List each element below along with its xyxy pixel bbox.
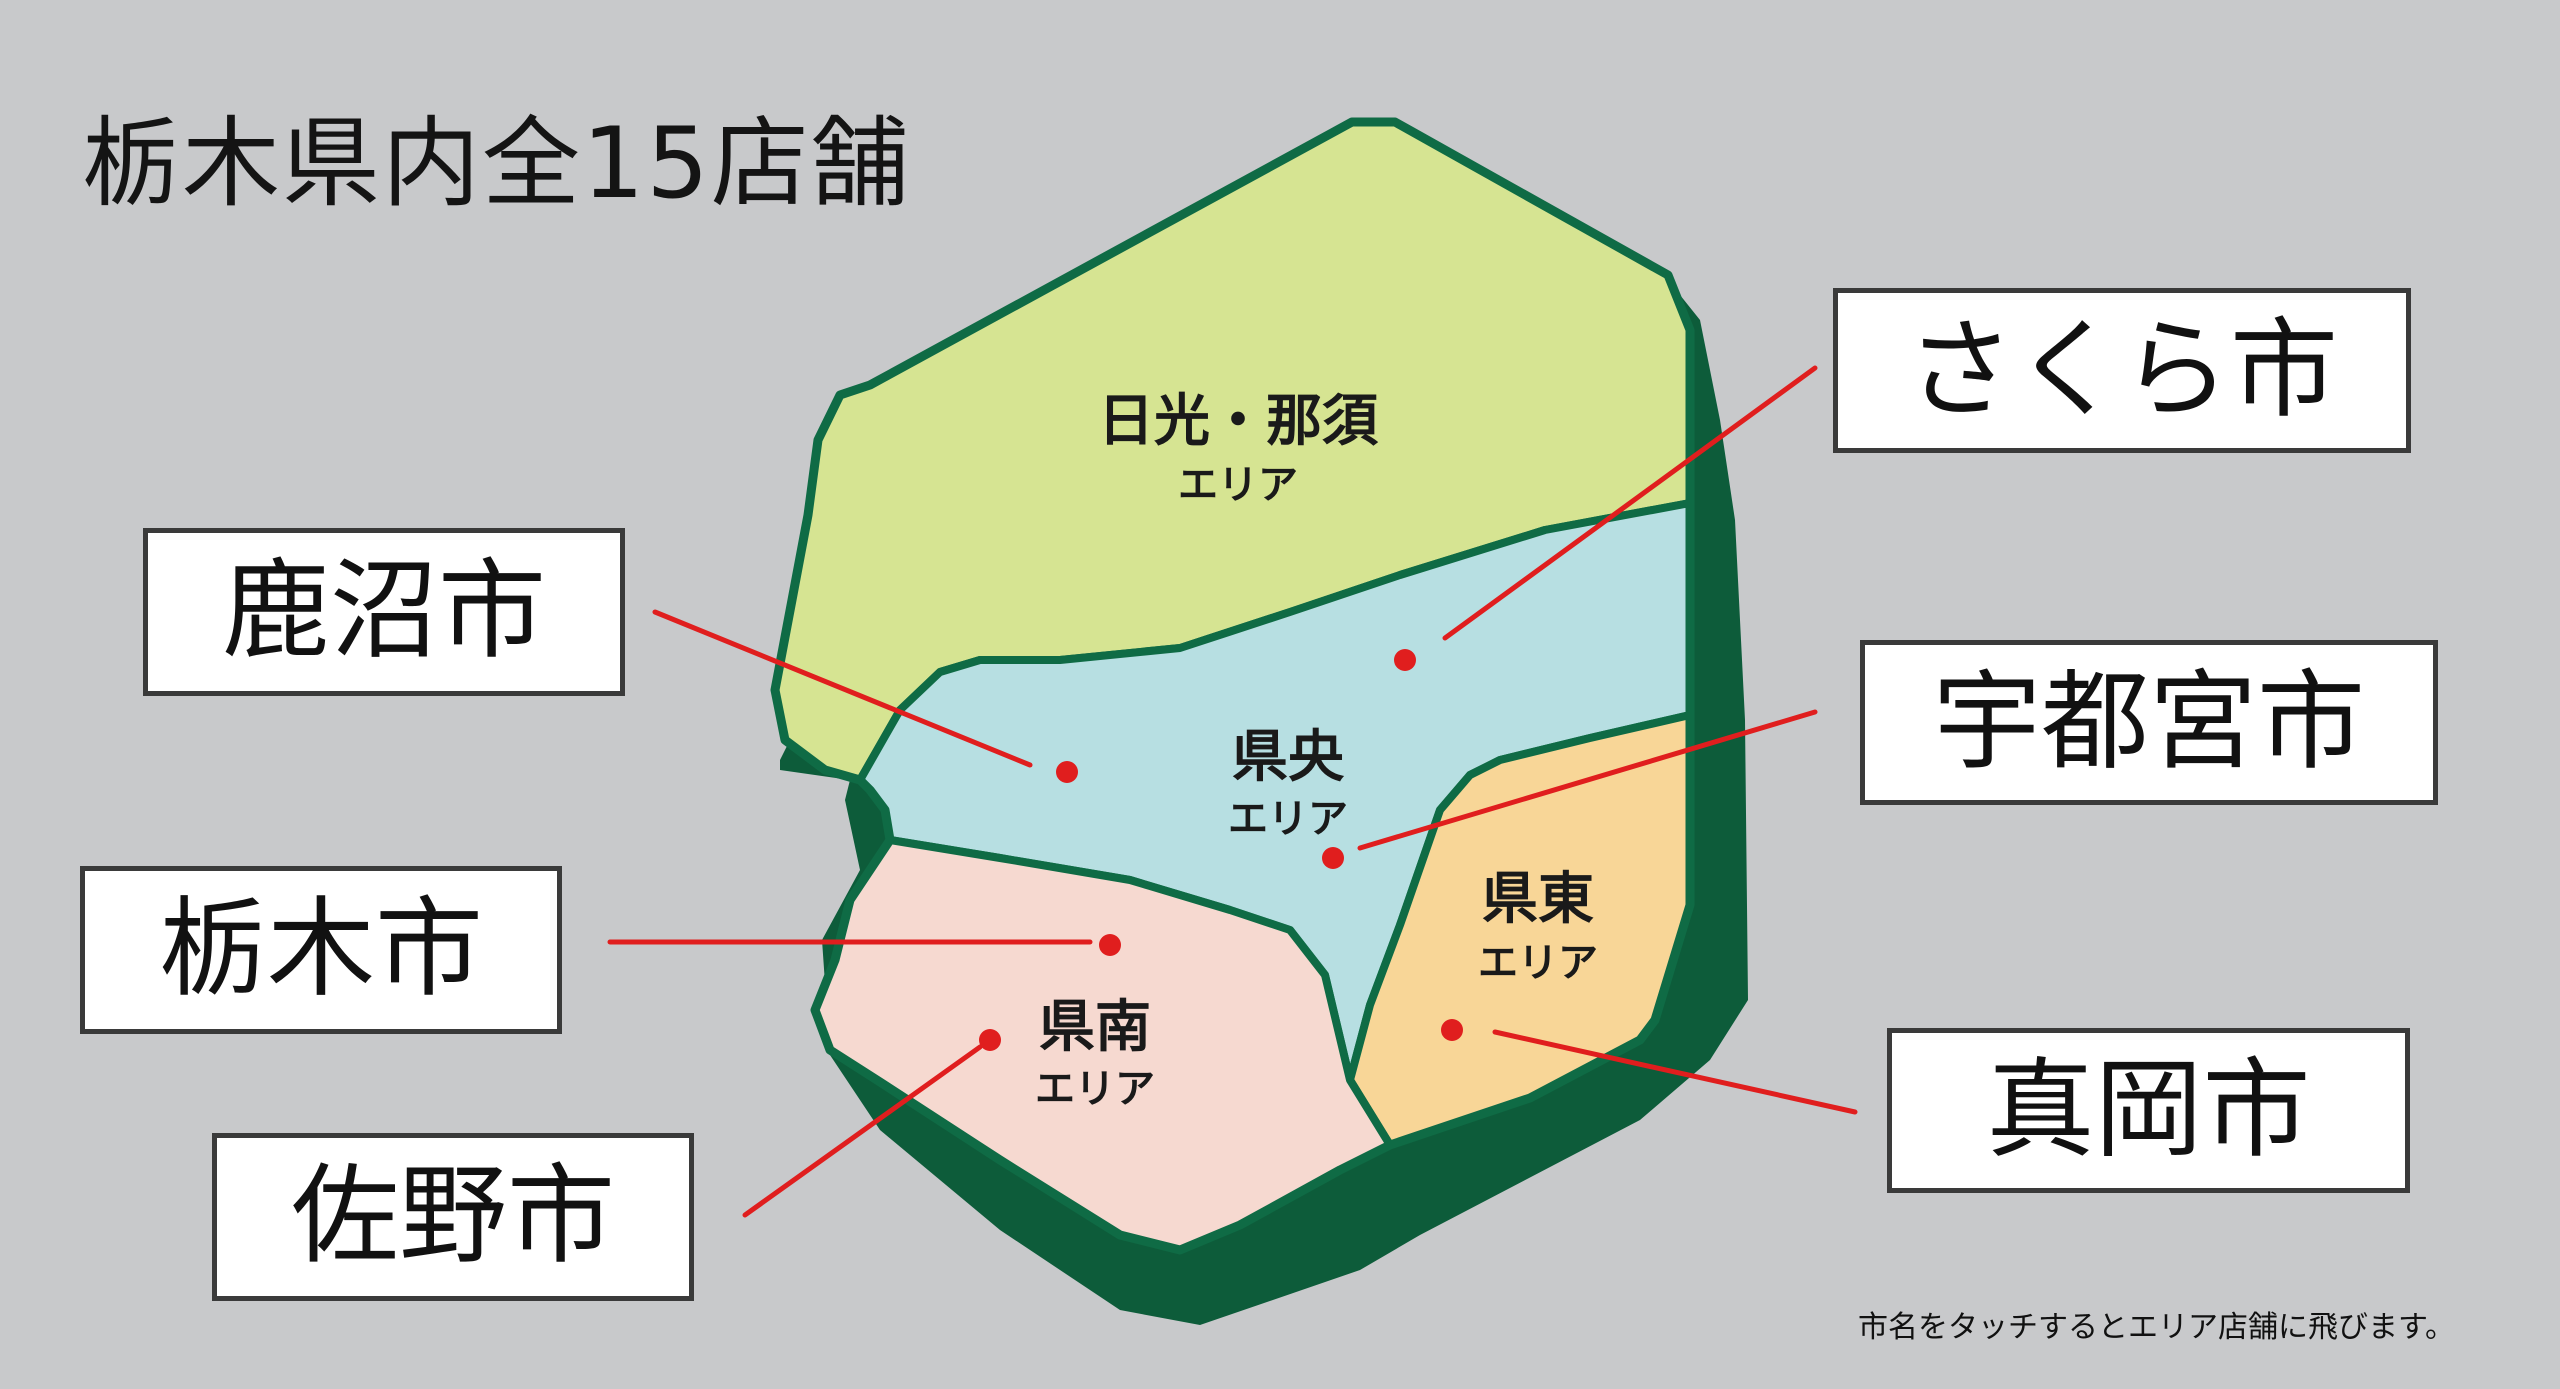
marker-moka[interactable] [1441, 1019, 1463, 1041]
region-label-kenou: 県央 [1232, 725, 1345, 790]
city-button-tochigi[interactable]: 栃木市 [80, 866, 562, 1034]
region-label-kentou: 県東 [1482, 867, 1594, 932]
region-label-nikko-nasu: 日光・那須 [1098, 389, 1379, 454]
marker-sano[interactable] [979, 1029, 1001, 1051]
map-outline [770, 117, 1695, 1255]
marker-sakura[interactable] [1394, 649, 1416, 671]
region-sub-kentou: エリア [1478, 940, 1598, 986]
city-button-kanuma[interactable]: 鹿沼市 [143, 528, 625, 696]
city-button-utsunomiya[interactable]: 宇都宮市 [1860, 640, 2438, 805]
city-button-sano[interactable]: 佐野市 [212, 1133, 694, 1301]
region-sub-kenou: エリア [1228, 796, 1348, 842]
city-button-moka[interactable]: 真岡市 [1887, 1028, 2410, 1193]
marker-tochigi[interactable] [1099, 934, 1121, 956]
page-title: 栃木県内全15店舗 [82, 107, 911, 221]
region-label-kennan: 県南 [1039, 995, 1151, 1060]
region-sub-kennan: エリア [1035, 1066, 1155, 1112]
marker-kanuma[interactable] [1056, 761, 1078, 783]
marker-utsunomiya[interactable] [1322, 847, 1344, 869]
connector-line-sano [742, 1044, 983, 1218]
city-button-sakura[interactable]: さくら市 [1833, 288, 2411, 453]
connector-line-sakura [1442, 365, 1818, 641]
connector-line-utsunomiya [1357, 709, 1818, 851]
region-sub-nikko-nasu: エリア [1178, 462, 1298, 508]
instruction-note: 市名をタッチするとエリア店舗に飛びます。 [1858, 1310, 2455, 1345]
connector-line-moka [1492, 1029, 1858, 1115]
connector-line-kanuma [652, 609, 1033, 768]
